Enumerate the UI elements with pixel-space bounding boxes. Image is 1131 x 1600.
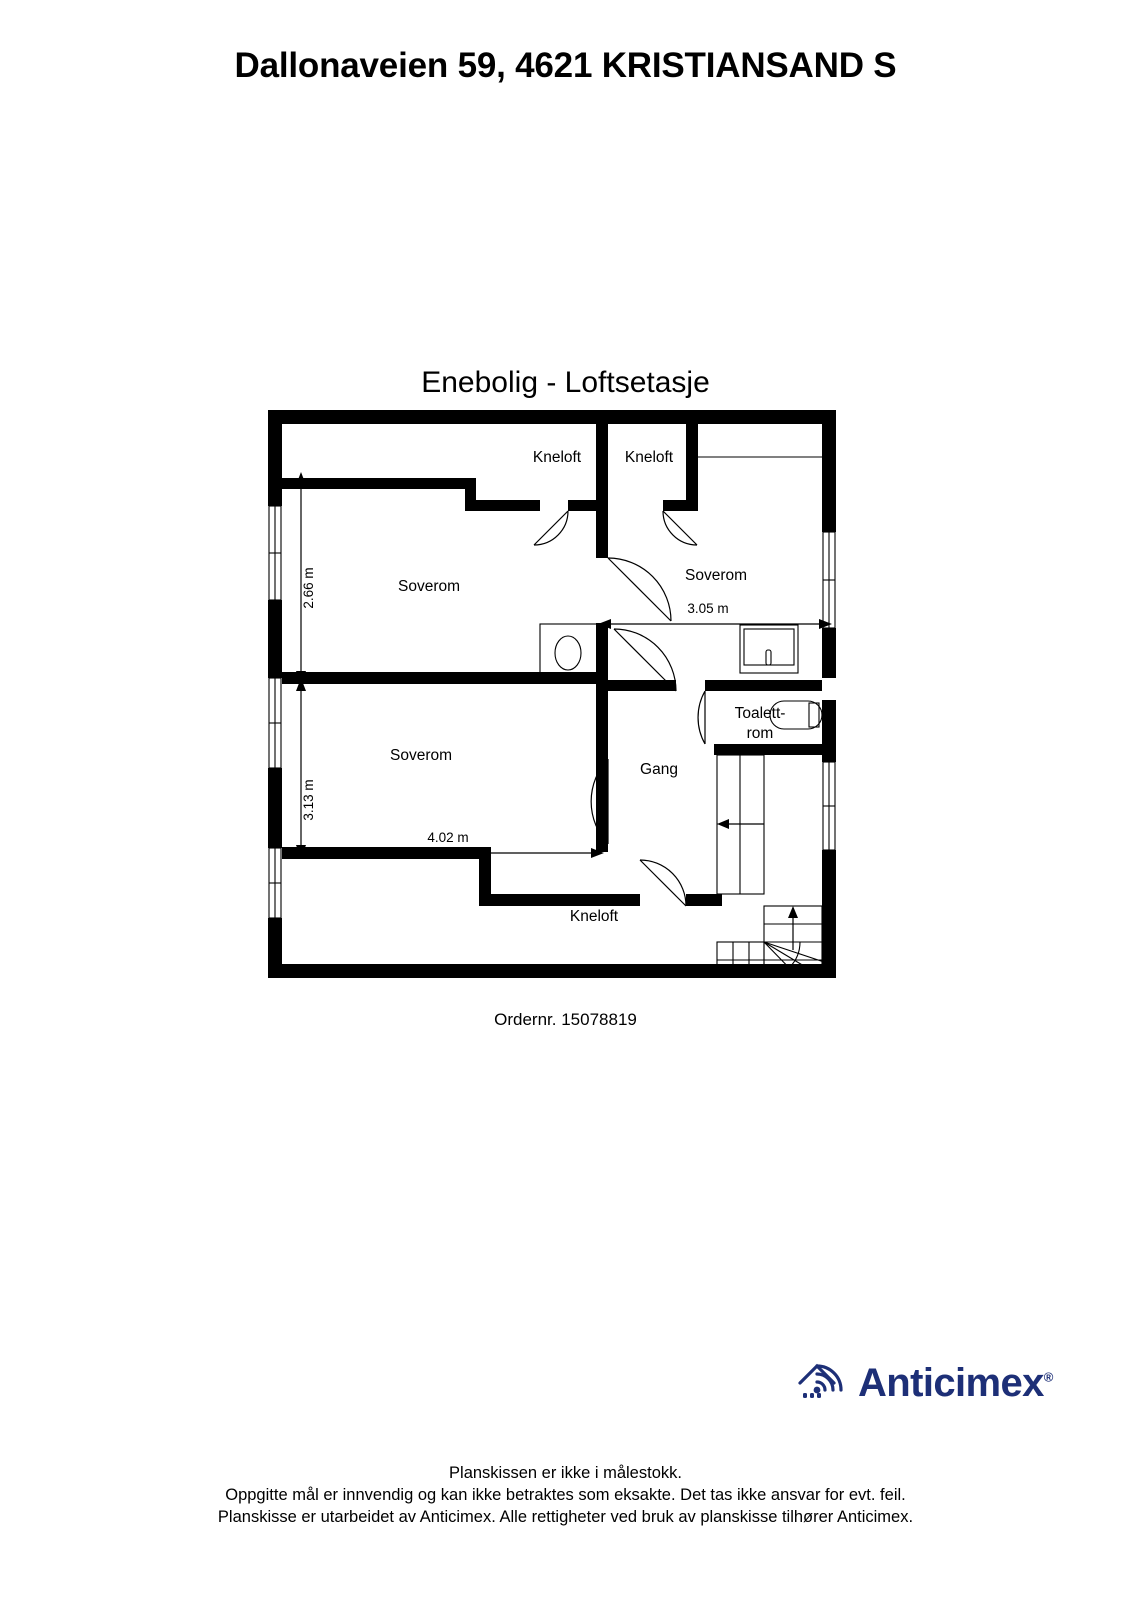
dimension-label-4-02m: 4.02 m bbox=[427, 830, 468, 845]
stair-direction-arrow-up bbox=[717, 819, 764, 829]
room-label-toalettrom-line1: Toalett- bbox=[735, 705, 786, 722]
page-title: Dallonaveien 59, 4621 KRISTIANSAND S bbox=[234, 46, 897, 85]
window-left-upper bbox=[268, 505, 282, 601]
room-label-kneloft-top-left: Kneloft bbox=[533, 449, 582, 466]
stair-direction-arrow-lower bbox=[788, 906, 798, 950]
door-kneloft-left bbox=[533, 510, 569, 546]
registered-trademark-icon: ® bbox=[1043, 1369, 1054, 1385]
washing-machine-icon bbox=[539, 623, 598, 681]
footer-line-3: Planskisse er utarbeidet av Anticimex. A… bbox=[217, 1508, 914, 1526]
door-toalettrom bbox=[697, 690, 706, 745]
dimension-left-bottom bbox=[296, 678, 306, 858]
footer-line-1: Planskissen er ikke i målestokk. bbox=[449, 1464, 682, 1482]
door-soverom-left-bottom bbox=[590, 758, 609, 845]
dimension-bottom bbox=[286, 848, 604, 858]
room-label-soverom-left-top: Soverom bbox=[398, 578, 460, 595]
window-right-lower bbox=[822, 761, 836, 851]
dimension-label-3-13m: 3.13 m bbox=[301, 779, 316, 820]
door-kneloft-right bbox=[662, 510, 698, 546]
anticimex-wordmark: Anticimex® bbox=[858, 1363, 1053, 1403]
window-right-upper bbox=[822, 531, 836, 629]
floorplan-title: Enebolig - Loftsetasje bbox=[421, 366, 710, 399]
anticimex-mark-icon bbox=[797, 1358, 849, 1409]
room-label-kneloft-bottom: Kneloft bbox=[570, 908, 619, 925]
dimension-left-top bbox=[296, 472, 306, 684]
door-soverom-right-top bbox=[607, 557, 672, 622]
toilet-icon bbox=[769, 700, 823, 730]
footer-line-2: Oppgitte mål er innvendig og kan ikke be… bbox=[225, 1486, 906, 1504]
dimension-label-3-05m: 3.05 m bbox=[687, 601, 728, 616]
room-label-toalettrom-line2: rom bbox=[747, 725, 774, 742]
dimension-right-top bbox=[598, 619, 832, 629]
footer-disclaimer: Planskissen er ikke i målestokk. Oppgitt… bbox=[0, 1462, 1131, 1528]
floorplan-drawing: Kneloft Kneloft Soverom Soverom Toalett-… bbox=[268, 410, 836, 978]
sink-icon bbox=[739, 624, 799, 674]
staircase-icon bbox=[716, 754, 836, 978]
room-label-soverom-left-bottom: Soverom bbox=[390, 747, 452, 764]
interior-walls bbox=[282, 424, 822, 906]
outer-walls bbox=[268, 410, 836, 978]
window-left-bottom bbox=[268, 847, 282, 919]
room-label-soverom-right: Soverom bbox=[685, 567, 747, 584]
room-label-kneloft-top-right: Kneloft bbox=[625, 449, 674, 466]
dimension-label-2-66m: 2.66 m bbox=[301, 567, 316, 608]
order-number: Ordernr. 15078819 bbox=[494, 1010, 637, 1029]
anticimex-logo: Anticimex® bbox=[797, 1352, 1057, 1414]
room-label-gang: Gang bbox=[640, 761, 678, 778]
anticimex-wordmark-text: Anticimex bbox=[858, 1361, 1044, 1405]
window-left-lower bbox=[268, 677, 282, 769]
door-kneloft-bottom bbox=[639, 859, 687, 907]
door-soverom-right-bottom bbox=[613, 628, 677, 692]
